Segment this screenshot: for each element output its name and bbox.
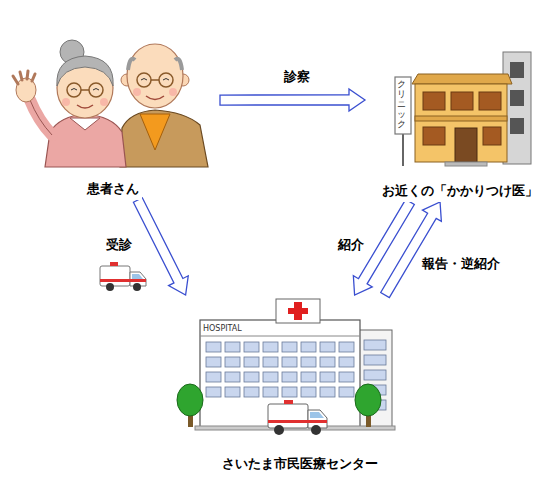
grandma-figure <box>13 40 126 167</box>
hospital-window <box>320 342 335 352</box>
hospital-window <box>339 357 354 367</box>
patient-figure: 患者さん <box>5 38 220 200</box>
hospital-window <box>282 357 297 367</box>
hospital-window <box>263 357 278 367</box>
node-label: お近くの「かかりつけ医」 <box>379 182 541 202</box>
hollow-arrow <box>220 89 365 111</box>
hospital-node: さいたま市民医療センター <box>170 295 430 475</box>
hospital-window <box>301 357 316 367</box>
grandpa-figure <box>120 44 208 167</box>
hospital-window <box>301 372 316 382</box>
hospital-window <box>206 387 221 397</box>
hospital-window <box>206 342 221 352</box>
edge-label: 診察 <box>282 68 312 86</box>
building-sign-text: HOSPITAL <box>203 324 242 333</box>
clinic-node: お近くの「かかりつけ医」 <box>365 45 555 202</box>
hospital-window <box>301 387 316 397</box>
hospital-window <box>320 357 335 367</box>
node-label: 患者さん <box>84 180 142 200</box>
hospital-window <box>244 372 259 382</box>
hospital-building <box>177 299 395 435</box>
hospital-window <box>301 342 316 352</box>
clinic-building <box>395 52 531 166</box>
edge-label: 受診 <box>104 236 134 254</box>
hospital-window <box>244 342 259 352</box>
hospital-window <box>225 342 240 352</box>
hollow-arrow <box>381 202 442 298</box>
hospital-window <box>339 342 354 352</box>
hospital-window <box>206 357 221 367</box>
edge-label: 報告・逆紹介 <box>420 255 502 273</box>
hospital-window <box>364 370 386 380</box>
hospital-window <box>364 340 386 350</box>
hollow-arrow <box>133 198 188 295</box>
ambulance-icon <box>100 262 146 291</box>
node-label: さいたま市民医療センター <box>219 455 381 475</box>
edge-label: 紹介 <box>336 236 366 254</box>
hospital-window <box>282 372 297 382</box>
clinic-sign-text: クリニック <box>397 80 406 129</box>
hospital-window <box>206 372 221 382</box>
hospital-window <box>364 355 386 365</box>
hospital-window <box>225 372 240 382</box>
hospital-window <box>244 387 259 397</box>
hospital-window <box>225 387 240 397</box>
hospital-window <box>225 357 240 367</box>
hospital-window <box>244 357 259 367</box>
hospital-window <box>282 387 297 397</box>
hospital-window <box>320 387 335 397</box>
hospital-window <box>263 387 278 397</box>
hospital-window <box>282 342 297 352</box>
hospital-window <box>339 372 354 382</box>
hospital-window <box>263 372 278 382</box>
hospital-window <box>339 387 354 397</box>
hospital-window <box>263 342 278 352</box>
hospital-window <box>320 372 335 382</box>
